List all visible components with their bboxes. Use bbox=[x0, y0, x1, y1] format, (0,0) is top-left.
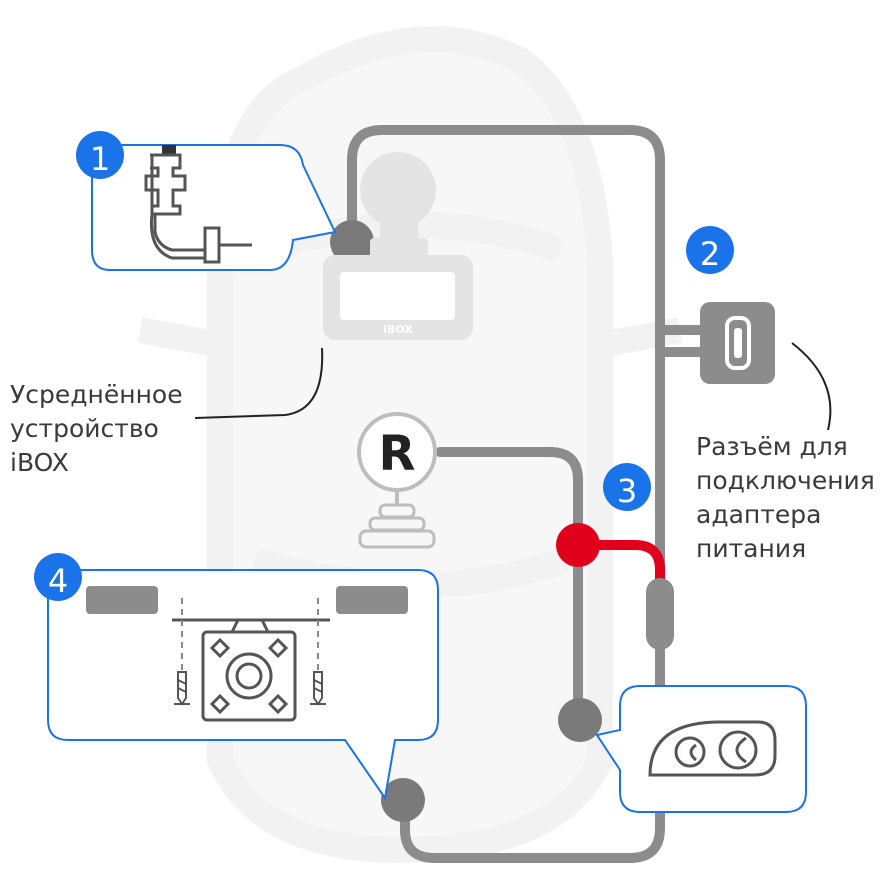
power-tap-point bbox=[556, 523, 600, 567]
device-caption: Усреднённое устройство iBOX bbox=[10, 380, 183, 477]
connector-caption: Разъём для подключения адаптера питания bbox=[696, 432, 875, 563]
step-number-2: 2 bbox=[700, 235, 720, 273]
step-badge-1: 1 bbox=[76, 131, 124, 179]
gear-label: R bbox=[379, 426, 416, 482]
connector-leader-line bbox=[791, 342, 832, 431]
joint-headlight bbox=[558, 698, 602, 742]
step-badge-4: 4 bbox=[34, 553, 82, 601]
reverse-cable bbox=[435, 447, 583, 723]
step-badge-3: 3 bbox=[603, 463, 651, 511]
callout-rear-camera bbox=[47, 569, 439, 801]
power-tap bbox=[556, 523, 665, 595]
step-badge-2: 2 bbox=[686, 226, 734, 274]
joint-rear-camera bbox=[381, 778, 425, 822]
inline-connector bbox=[646, 578, 674, 650]
power-connector-block bbox=[700, 302, 775, 384]
device-brand-label: iBOX bbox=[383, 323, 413, 336]
step-number-1: 1 bbox=[90, 140, 110, 178]
cable-routing bbox=[347, 125, 705, 863]
bottom-loop-cable bbox=[400, 795, 665, 863]
rear-camera-icon bbox=[201, 630, 297, 722]
device-leader-line bbox=[194, 347, 324, 419]
plug-icon bbox=[144, 145, 252, 264]
usb-socket-icon bbox=[734, 328, 742, 358]
mounting-screw-icon bbox=[174, 671, 326, 706]
top-cable bbox=[347, 125, 665, 590]
reverse-gear-icon: R bbox=[357, 412, 437, 549]
callout-headlight bbox=[595, 685, 807, 813]
dashcam-device: iBOX bbox=[323, 152, 473, 340]
step-number-3: 3 bbox=[617, 472, 637, 510]
headlight-icon bbox=[648, 720, 777, 777]
step-number-4: 4 bbox=[48, 562, 68, 600]
joint-device bbox=[330, 220, 374, 264]
